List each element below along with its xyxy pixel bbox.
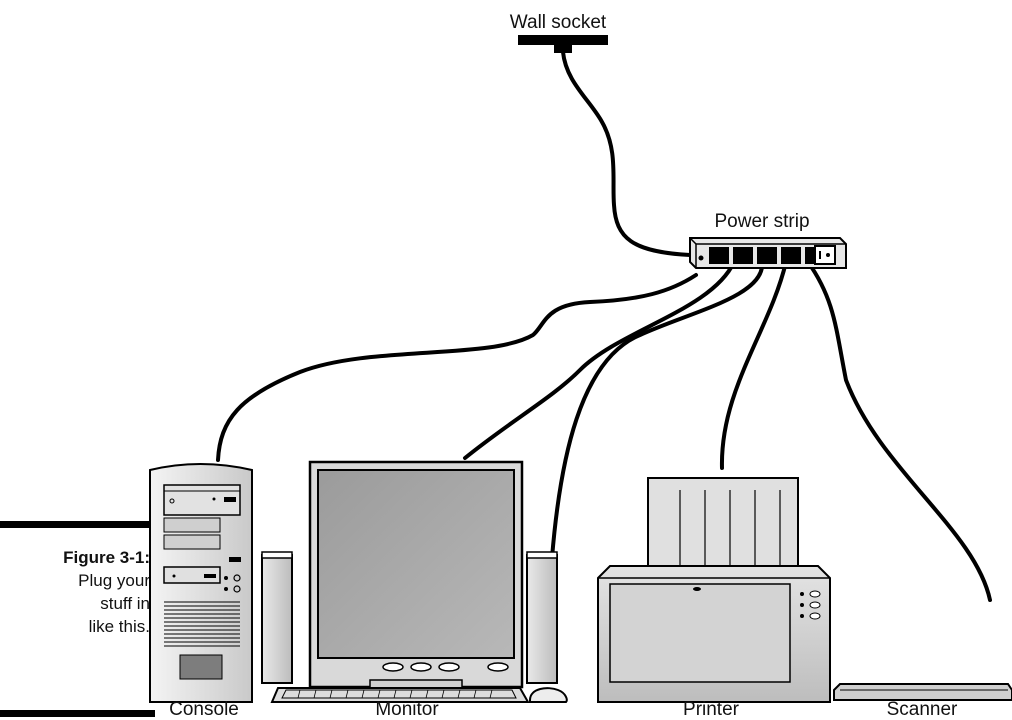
monitor: [308, 460, 524, 689]
figure-number: Figure 3-1:: [63, 548, 150, 567]
cord-monitor: [463, 260, 736, 460]
power-cords: [216, 50, 992, 602]
speaker-right: [526, 551, 558, 684]
cord-scanner: [806, 260, 992, 602]
caption-bar-top: [0, 521, 155, 528]
power-strip-label: Power strip: [714, 211, 809, 232]
power-strip: [689, 237, 847, 269]
caption-line-1: Plug your: [78, 571, 150, 590]
cord-printer: [719, 260, 788, 470]
cord-speaker: [550, 260, 765, 560]
console-tower: [149, 463, 253, 703]
scanner-label: Scanner: [887, 699, 958, 720]
wall-socket: [518, 35, 608, 53]
scanner: [833, 683, 1012, 701]
speaker-left: [261, 551, 293, 684]
printer: [597, 477, 831, 703]
caption-line-2: stuff in: [100, 594, 150, 613]
caption-line-3: like this.: [89, 617, 150, 636]
monitor-label: Monitor: [375, 699, 439, 720]
cord-console: [216, 273, 698, 462]
caption-bar-bottom: [0, 710, 155, 717]
printer-label: Printer: [683, 699, 740, 720]
keyboard: [270, 687, 530, 703]
cord-wall-to-strip: [561, 50, 692, 257]
console-label: Console: [169, 699, 239, 720]
wall-socket-label: Wall socket: [510, 12, 607, 33]
mouse: [529, 687, 568, 703]
